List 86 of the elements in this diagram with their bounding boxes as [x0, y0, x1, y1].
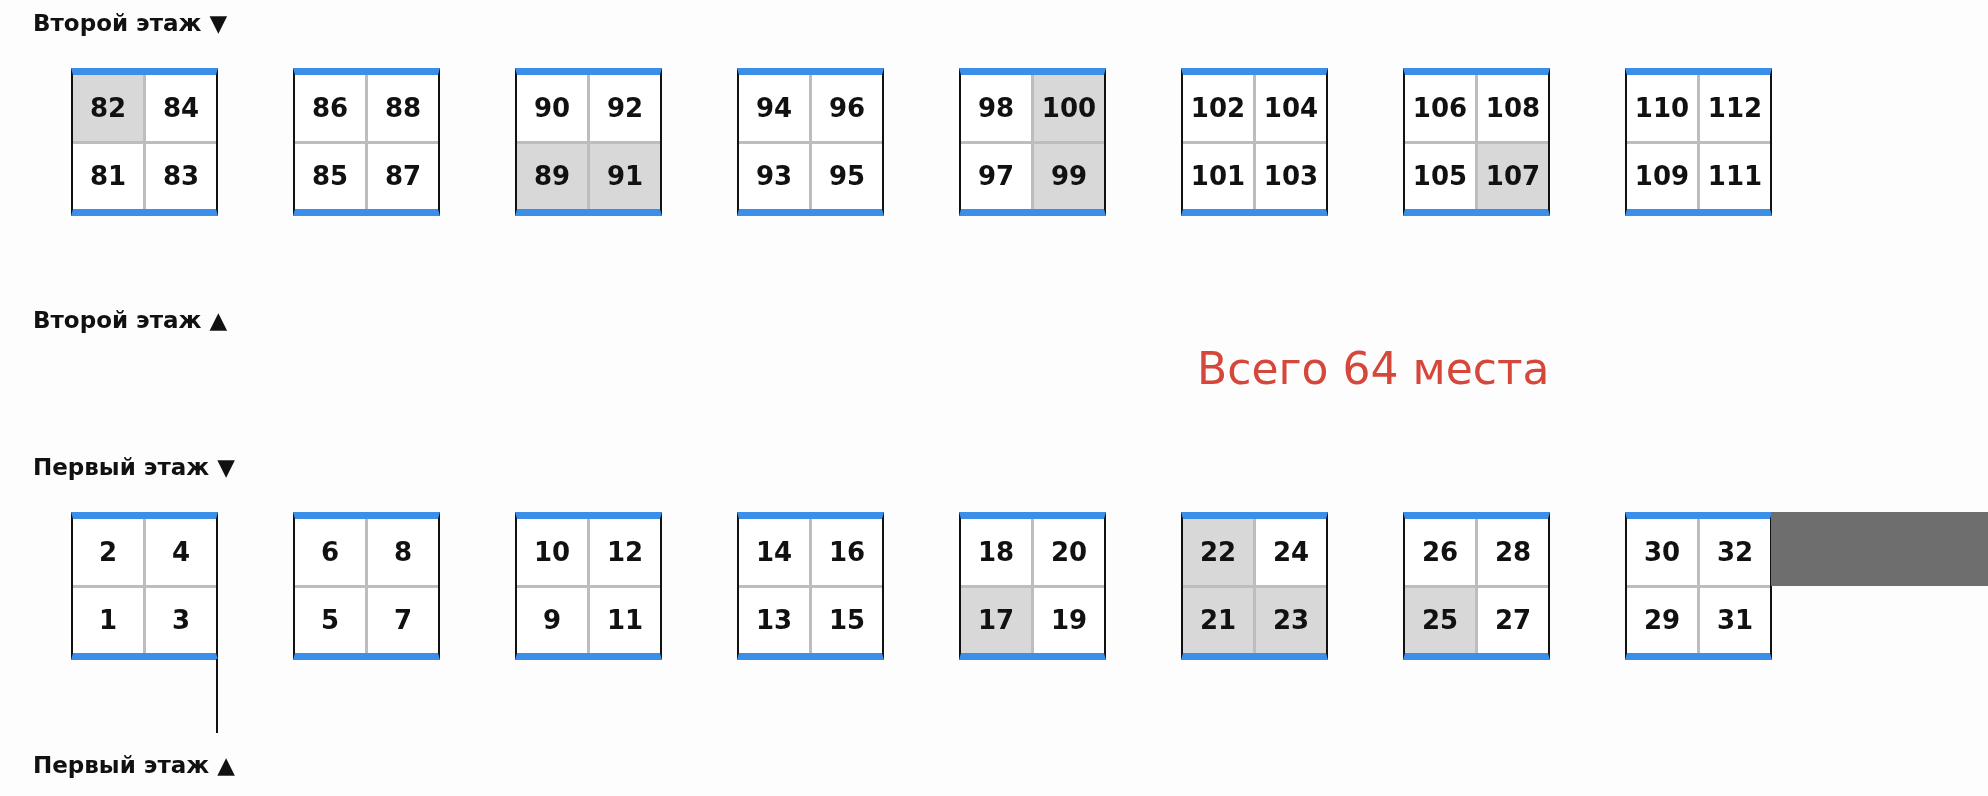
seat: 92: [590, 75, 660, 141]
seat: 87: [368, 143, 438, 209]
seat: 22: [1183, 519, 1253, 585]
seat: 105: [1405, 143, 1475, 209]
seat: 18: [961, 519, 1031, 585]
seat: 108: [1478, 75, 1548, 141]
seat: 104: [1256, 75, 1326, 141]
seat: 111: [1700, 143, 1770, 209]
seat: 29: [1627, 587, 1697, 653]
compartment: [1181, 68, 1328, 216]
deck-heading: Первый этаж ▲: [33, 752, 235, 780]
seat: 99: [1034, 143, 1104, 209]
seat: 32: [1700, 519, 1770, 585]
seat: 11: [590, 587, 660, 653]
seat: 106: [1405, 75, 1475, 141]
seat: 86: [295, 75, 365, 141]
seat: 107: [1478, 143, 1548, 209]
compartment: [71, 512, 218, 660]
compartment: [293, 68, 440, 216]
compartment: [1625, 68, 1772, 216]
compartment: [1403, 68, 1550, 216]
seat: 26: [1405, 519, 1475, 585]
seat: 100: [1034, 75, 1104, 141]
compartment: [1625, 512, 1772, 660]
seat: 12: [590, 519, 660, 585]
seat: 110: [1627, 75, 1697, 141]
seat: 96: [812, 75, 882, 141]
seat: 85: [295, 143, 365, 209]
seat: 2: [73, 519, 143, 585]
compartment: [737, 512, 884, 660]
seat: 20: [1034, 519, 1104, 585]
seat: 10: [517, 519, 587, 585]
seat: 82: [73, 75, 143, 141]
seat: 25: [1405, 587, 1475, 653]
seat-count-note: Всего 64 места: [1197, 343, 1550, 396]
seat: 97: [961, 143, 1031, 209]
deck-heading: Второй этаж ▲: [33, 307, 228, 335]
seat: 98: [961, 75, 1031, 141]
seat: 4: [146, 519, 216, 585]
seat: 9: [517, 587, 587, 653]
seat: 6: [295, 519, 365, 585]
seat: 13: [739, 587, 809, 653]
seat: 16: [812, 519, 882, 585]
seat: 14: [739, 519, 809, 585]
seat: 90: [517, 75, 587, 141]
solid-bar: [1771, 512, 1988, 586]
seat: 8: [368, 519, 438, 585]
compartment: [959, 512, 1106, 660]
compartment: [959, 68, 1106, 216]
seat: 83: [146, 143, 216, 209]
seat: 103: [1256, 143, 1326, 209]
seat: 19: [1034, 587, 1104, 653]
compartment: [737, 68, 884, 216]
seat: 5: [295, 587, 365, 653]
seat: 88: [368, 75, 438, 141]
seat: 101: [1183, 143, 1253, 209]
seat: 1: [73, 587, 143, 653]
compartment: [515, 68, 662, 216]
compartment: [293, 512, 440, 660]
seat: 93: [739, 143, 809, 209]
seat: 112: [1700, 75, 1770, 141]
seat: 91: [590, 143, 660, 209]
seat: 28: [1478, 519, 1548, 585]
seat: 21: [1183, 587, 1253, 653]
seat: 30: [1627, 519, 1697, 585]
seat: 102: [1183, 75, 1253, 141]
seat: 89: [517, 143, 587, 209]
seat: 15: [812, 587, 882, 653]
compartment: [515, 512, 662, 660]
compartment: [1181, 512, 1328, 660]
seat: 24: [1256, 519, 1326, 585]
compartment: [71, 68, 218, 216]
seat: 94: [739, 75, 809, 141]
compartment: [1403, 512, 1550, 660]
seat: 31: [1700, 587, 1770, 653]
seat: 17: [961, 587, 1031, 653]
seat: 109: [1627, 143, 1697, 209]
seat: 95: [812, 143, 882, 209]
seat: 7: [368, 587, 438, 653]
deck-heading: Второй этаж ▼: [33, 10, 228, 38]
seat: 3: [146, 587, 216, 653]
seat: 23: [1256, 587, 1326, 653]
seat: 27: [1478, 587, 1548, 653]
seat: 84: [146, 75, 216, 141]
seat: 81: [73, 143, 143, 209]
deck-heading: Первый этаж ▼: [33, 454, 235, 482]
